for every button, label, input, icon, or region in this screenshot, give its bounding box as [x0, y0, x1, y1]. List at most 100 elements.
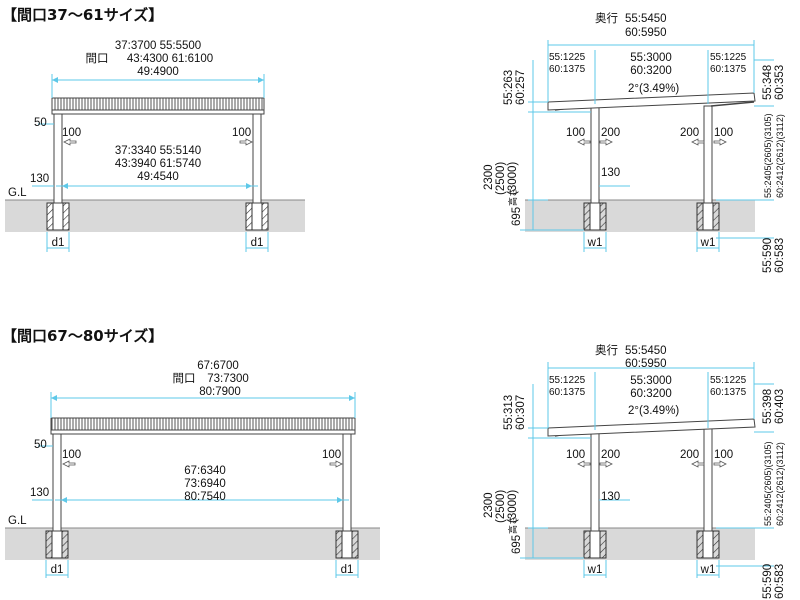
d1-right: d1 [341, 564, 354, 576]
dim-130: 130 [30, 173, 49, 185]
slope-label: 2°(3.49%) [628, 405, 679, 417]
width-label: 間口 [173, 372, 196, 385]
height-1: 2300 [483, 492, 495, 518]
seg-right-2: 60:1375 [710, 64, 747, 75]
slope-label: 2°(3.49%) [628, 83, 679, 95]
right-height-1: 55:2405(2605)(3105) [763, 441, 773, 526]
beam [50, 429, 356, 435]
right-height-2: 60:2412(2612)(3112) [775, 442, 785, 526]
dim-695: 695 [511, 535, 523, 554]
width-label: 間口 [86, 52, 109, 65]
front-view: G.L 67:6700 間口 73:7300 80:7900 67:6340 7… [5, 360, 380, 578]
dim-130: 130 [601, 167, 620, 179]
dim-100-right: 100 [232, 127, 251, 139]
front-view: G.L 37:3700 55:5500 間口 43:4300 61:6100 [5, 40, 305, 252]
overall-width-line2: 43:4300 61:6100 [127, 53, 213, 65]
left-top-2: 60:257 [515, 70, 527, 105]
depth-label: 奥行 [595, 11, 618, 25]
roof-panel [547, 418, 756, 437]
dim-695: 695 [511, 207, 523, 226]
overall-width-line1: 67:6700 [197, 360, 239, 372]
roof-panel [50, 417, 356, 431]
post-right [252, 111, 262, 204]
inner-width-line1: 37:3340 55:5140 [115, 145, 201, 157]
dim-100-left: 100 [62, 127, 81, 139]
d1-left: d1 [51, 564, 64, 576]
depth-value-2: 60:5950 [625, 27, 667, 39]
dim-50: 50 [34, 439, 47, 451]
dim-130: 130 [601, 491, 620, 503]
ground-band [525, 200, 755, 232]
inner-width-line2: 73:6940 [184, 478, 226, 490]
height-2: (2500) [495, 490, 507, 523]
inner-width-line3: 80:7540 [184, 491, 226, 503]
right-height-2: 60:2412(2612)(3112) [775, 114, 785, 198]
dim-200b: 200 [680, 449, 699, 461]
height-label: 高さ [507, 188, 518, 206]
right-top-2: 60:353 [774, 65, 786, 100]
seg-mid-1: 55:3000 [630, 375, 672, 387]
inner-width-line1: 67:6340 [184, 465, 226, 477]
seg-right-1: 55:1225 [710, 52, 747, 63]
seg-left-1: 55:1225 [549, 52, 586, 63]
post-right [342, 431, 352, 532]
dim-100b: 100 [714, 449, 733, 461]
w1-left: w1 [587, 237, 603, 249]
gl-label: G.L [8, 515, 27, 527]
ground-band [525, 528, 755, 560]
left-top-1: 55:263 [503, 70, 515, 105]
side-view: 奥行 55:5450 60:5950 55:1225 60:1375 55:30… [483, 11, 786, 273]
dim-100b: 100 [714, 127, 733, 139]
w1-left: w1 [587, 564, 603, 576]
overall-width-line1: 37:3700 55:5500 [115, 40, 201, 52]
bottom-right-2: 60:583 [774, 564, 786, 599]
roof-panel [547, 92, 756, 111]
bottom-right-1: 55:590 [762, 238, 774, 273]
gl-label: G.L [8, 187, 27, 199]
dim-200a: 200 [601, 127, 620, 139]
seg-left-2: 60:1375 [549, 64, 586, 75]
w1-right: w1 [700, 237, 716, 249]
roof-panel [51, 97, 265, 111]
dim-130: 130 [30, 487, 49, 499]
left-top-2: 60:307 [515, 395, 527, 430]
post-left [53, 111, 63, 204]
overall-width-line3: 49:4900 [137, 66, 179, 78]
section-2: 【間口67～80サイズ】 G.L 67:6700 間口 73:7300 80:7… [2, 327, 786, 599]
bottom-right-2: 60:583 [774, 238, 786, 273]
section-title: 【間口67～80サイズ】 [2, 327, 163, 345]
right-height-1: 55:2405(2605)(3105) [763, 113, 773, 198]
depth-label: 奥行 [595, 343, 618, 357]
post-right [703, 105, 713, 204]
height-3: (3000) [507, 490, 519, 523]
dim-200b: 200 [680, 127, 699, 139]
overall-width-line3: 80:7900 [199, 386, 241, 398]
beam [51, 109, 265, 115]
seg-left-1: 55:1225 [549, 375, 586, 386]
d1-right: d1 [251, 237, 264, 249]
dim-200a: 200 [601, 449, 620, 461]
dim-100a: 100 [566, 449, 585, 461]
height-1: 2300 [483, 164, 495, 190]
post-left [590, 103, 600, 204]
section-title: 【間口37～61サイズ】 [2, 6, 163, 24]
seg-mid-1: 55:3000 [630, 52, 672, 64]
left-top-1: 55:313 [503, 395, 515, 430]
depth-value-2: 60:5950 [625, 358, 667, 370]
inner-width-line3: 49:4540 [137, 171, 179, 183]
seg-right-2: 60:1375 [710, 387, 747, 398]
dim-100-left: 100 [62, 449, 81, 461]
overall-width-line2: 73:7300 [207, 373, 249, 385]
right-top-1: 55:398 [762, 389, 774, 424]
w1-right: w1 [700, 564, 716, 576]
post-right [703, 427, 713, 532]
dim-100a: 100 [566, 127, 585, 139]
section-1: 【間口37～61サイズ】 G.L 37 [2, 6, 786, 273]
post-left [52, 431, 62, 532]
inner-width-line2: 43:3940 61:5740 [115, 158, 201, 170]
bottom-right-1: 55:590 [762, 564, 774, 599]
depth-value-1: 55:5450 [625, 13, 667, 25]
height-3: (3000) [507, 162, 519, 195]
dim-50: 50 [34, 117, 47, 129]
